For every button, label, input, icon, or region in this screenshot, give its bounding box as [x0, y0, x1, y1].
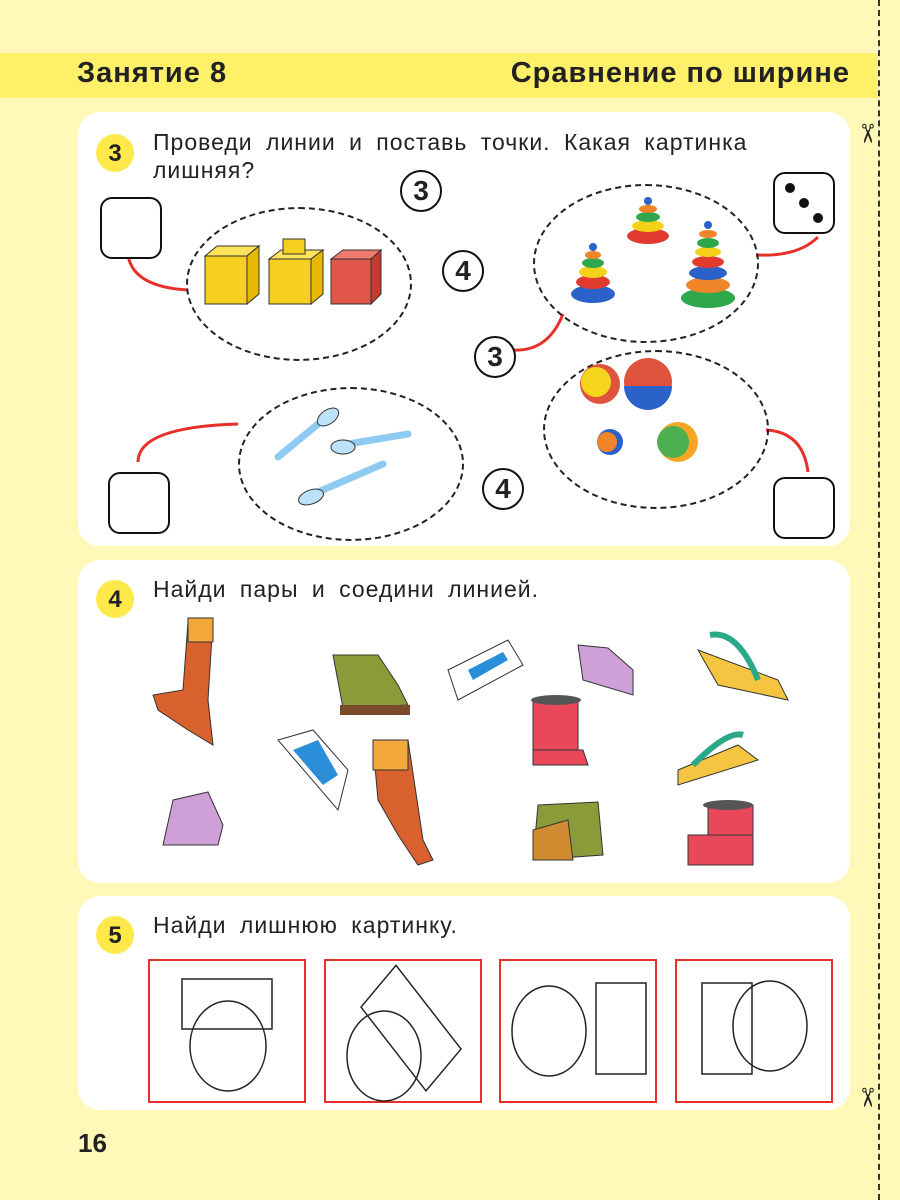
connector-lines	[126, 235, 820, 473]
task-5-instructions: Найди лишнюю картинку.	[153, 912, 458, 938]
dice-three-icon	[785, 183, 823, 223]
shoe-item[interactable]	[277, 729, 349, 812]
answer-box[interactable]	[108, 472, 170, 534]
balls-illustration	[580, 358, 698, 462]
shoe-item[interactable]	[162, 791, 224, 846]
pyramids-illustration	[571, 197, 735, 308]
number-circle: 3	[400, 170, 442, 212]
rect-circle-shapes	[346, 964, 462, 1102]
number-circle: 4	[482, 468, 524, 510]
scissors-icon: ✂	[852, 1086, 883, 1109]
number-circle: 4	[442, 250, 484, 292]
shoe-item[interactable]	[577, 644, 634, 696]
rect-circle-shapes	[701, 980, 808, 1075]
task-5-card: 5 Найди лишнюю картинку.	[78, 896, 850, 1110]
group-pyramids[interactable]	[533, 184, 759, 343]
shoe-item[interactable]	[447, 639, 524, 701]
answer-box[interactable]	[773, 477, 835, 539]
rect-circle-shapes	[181, 978, 273, 1092]
group-spoons[interactable]	[238, 387, 464, 541]
answer-box[interactable]	[100, 197, 162, 259]
number-circle: 3	[474, 336, 516, 378]
shoe-item[interactable]	[532, 801, 604, 861]
group-cubes[interactable]	[186, 207, 412, 361]
task-4-instructions: Найди пары и соедини линией.	[153, 576, 539, 602]
topic-title: Сравнение по ширине	[510, 57, 850, 89]
rect-circle-shapes	[511, 982, 647, 1077]
shape-frame-4[interactable]	[675, 959, 833, 1103]
task-3-instructions: Проведи линии и поставь точки. Какая кар…	[153, 128, 747, 184]
shoe-item[interactable]	[687, 800, 754, 866]
shape-frame-2[interactable]	[324, 959, 482, 1103]
shape-frame-3[interactable]	[499, 959, 657, 1103]
lesson-title: Занятие 8	[77, 57, 228, 89]
cut-line	[878, 0, 880, 1200]
shoe-item[interactable]	[332, 654, 410, 715]
task-4-card: 4 Найди пары и соедини линией.	[78, 560, 850, 883]
page-header: Занятие 8 Сравнение по ширине	[0, 53, 878, 98]
spoons-illustration	[274, 407, 412, 506]
shoe-item[interactable]	[677, 731, 760, 786]
shoe-item[interactable]	[372, 739, 434, 866]
task-3-card: 3 Проведи линии и поставь точки. Какая к…	[78, 112, 850, 546]
scissors-icon: ✂	[852, 122, 883, 145]
instruction-line: Проведи линии и поставь точки. Какая кар…	[153, 129, 748, 155]
task-number-badge: 3	[96, 134, 134, 172]
page-number: 16	[78, 1128, 107, 1158]
shoe-item[interactable]	[531, 695, 589, 766]
shoes-illustration	[152, 617, 789, 866]
instruction-line: лишняя?	[153, 157, 256, 183]
group-balls[interactable]	[543, 350, 769, 509]
shoe-item[interactable]	[152, 617, 214, 746]
shoe-item[interactable]	[696, 631, 789, 701]
cubes-illustration	[203, 238, 383, 306]
shape-frame-1[interactable]	[148, 959, 306, 1103]
task-number-badge: 5	[96, 916, 134, 954]
task-number-badge: 4	[96, 580, 134, 618]
dice-box	[773, 172, 835, 234]
